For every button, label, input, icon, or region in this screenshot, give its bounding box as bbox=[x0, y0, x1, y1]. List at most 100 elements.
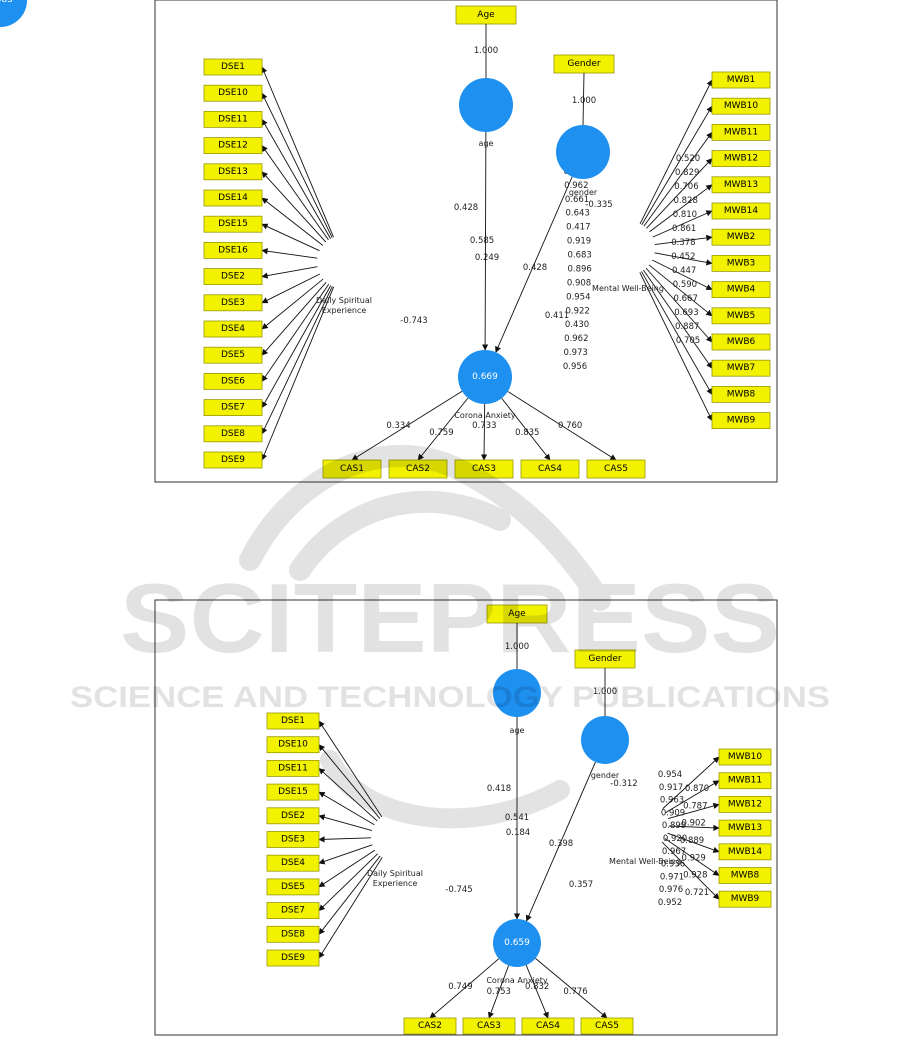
indicator-dse15-label: DSE15 bbox=[278, 787, 308, 797]
loading-cas-1: 0.753 bbox=[487, 987, 511, 997]
loading-dse-7: 0.936 bbox=[661, 860, 685, 870]
edge-cas-CAS3 bbox=[488, 965, 510, 1019]
loading-dse-3: 0.909 bbox=[661, 808, 685, 818]
indicator-dse9-label: DSE9 bbox=[281, 953, 305, 963]
indicator-mwb12-label: MWB12 bbox=[728, 799, 762, 809]
indicator-cas4-label: CAS4 bbox=[538, 464, 562, 474]
indicator-mwb14-box bbox=[711, 202, 771, 220]
edge-mwb-MWB4 bbox=[651, 259, 713, 291]
edge-dse-DSE3 bbox=[261, 273, 321, 304]
loading-mwb-4: 0.929 bbox=[681, 853, 705, 863]
edge-mwb-MWB10 bbox=[641, 105, 713, 225]
indicator-mwb13-box bbox=[711, 176, 771, 194]
indicator-mwb9-label: MWB9 bbox=[731, 894, 760, 904]
loading-dse-0: 0.954 bbox=[658, 770, 682, 780]
edge-cas-CAS2 bbox=[429, 958, 500, 1019]
construct-age bbox=[459, 78, 513, 132]
loading-mwb-13: 0.705 bbox=[676, 336, 700, 346]
edge-cas-CAS3 bbox=[480, 403, 488, 461]
edge-mwb-MWB2 bbox=[654, 234, 713, 246]
indicator-mwb11-label: MWB11 bbox=[724, 127, 758, 137]
loading-gender: 1.000 bbox=[593, 687, 617, 697]
edge-mwb-MWB13 bbox=[668, 824, 720, 832]
construct-mwb-label: Mental Well-Being bbox=[592, 284, 664, 293]
indicator-dse1-box bbox=[266, 712, 320, 730]
path-coef-gender_dse: 0.418 bbox=[487, 784, 511, 794]
edge-dse-DSE4 bbox=[261, 278, 324, 330]
indicator-age-label: Age bbox=[508, 609, 526, 619]
indicator-mwb8-box bbox=[711, 385, 771, 403]
loading-cas-4: 0.760 bbox=[558, 421, 582, 431]
path-coef-dse_mwb: 0.249 bbox=[475, 253, 499, 263]
indicator-dse10-label: DSE10 bbox=[218, 88, 248, 98]
indicator-mwb5-label: MWB5 bbox=[727, 311, 756, 321]
indicator-dse1-box bbox=[203, 58, 263, 76]
construct-gender bbox=[556, 125, 610, 179]
path-gender-ca bbox=[525, 761, 596, 922]
indicator-dse5-box bbox=[266, 878, 320, 896]
edge-mwb-MWB9 bbox=[661, 841, 720, 900]
edge-mwb-MWB7 bbox=[643, 269, 713, 369]
construct-ca-label: Corona Anxiety bbox=[486, 976, 548, 985]
loading-dse-15: 0.956 bbox=[563, 362, 587, 372]
indicator-mwb11-box bbox=[718, 772, 772, 790]
edge-mwb-MWB8 bbox=[641, 271, 713, 395]
indicator-mwb12-label: MWB12 bbox=[724, 154, 758, 164]
edge-cas-CAS5 bbox=[535, 958, 608, 1019]
path-coef-gender_dse: 0.428 bbox=[454, 203, 478, 213]
indicator-mwb10-box bbox=[718, 748, 772, 766]
indicator-mwb3-label: MWB3 bbox=[727, 258, 756, 268]
loading-mwb-10: 0.667 bbox=[674, 294, 698, 304]
loading-dse-1: 0.917 bbox=[659, 783, 683, 793]
indicator-mwb9-box bbox=[711, 412, 771, 430]
loading-dse-9: 0.976 bbox=[659, 885, 683, 895]
loading-mwb-3: 0.828 bbox=[674, 196, 698, 206]
indicator-dse16-label: DSE16 bbox=[218, 245, 248, 255]
loading-cas-1: 0.759 bbox=[429, 428, 453, 438]
construct-mwb-r2: 0.083 bbox=[0, 0, 13, 5]
loading-dse-5: 0.920 bbox=[663, 834, 687, 844]
path-coef-gender_ca: 0.428 bbox=[523, 263, 547, 273]
loading-dse-3: 0.661 bbox=[565, 195, 589, 205]
loading-cas-3: 0.776 bbox=[563, 987, 587, 997]
loading-dse-6: 0.967 bbox=[662, 847, 686, 857]
indicator-cas4-label: CAS4 bbox=[536, 1021, 560, 1031]
edge-mwb-MWB10 bbox=[662, 756, 720, 810]
loading-cas-2: 0.733 bbox=[472, 421, 496, 431]
indicator-cas3-label: CAS3 bbox=[477, 1021, 501, 1031]
construct-gender bbox=[581, 716, 629, 764]
indicator-dse4-box bbox=[203, 320, 263, 338]
loading-mwb-11: 0.693 bbox=[674, 308, 698, 318]
indicator-cas3-label: CAS3 bbox=[472, 464, 496, 474]
path-coef-mwb_ca: 0.411 bbox=[545, 311, 569, 321]
edge-mwb-MWB11 bbox=[665, 780, 720, 814]
edge-dse-DSE5 bbox=[318, 849, 376, 888]
path-coef-gender_ca: 0.398 bbox=[549, 839, 573, 849]
loading-dse-10: 0.952 bbox=[658, 898, 682, 908]
indicator-dse2-label: DSE2 bbox=[221, 272, 245, 282]
construct-dse-label: Daily Spiritual bbox=[316, 296, 372, 305]
edge-dse-DSE15 bbox=[261, 223, 320, 252]
indicator-dse10-box bbox=[203, 84, 263, 102]
construct-ca-r2: 0.669 bbox=[472, 372, 498, 382]
loading-dse-4: 0.643 bbox=[565, 209, 589, 219]
construct-gender-label: gender bbox=[569, 188, 598, 197]
edge-dse-DSE13 bbox=[261, 171, 327, 243]
loading-dse-11: 0.922 bbox=[565, 306, 589, 316]
indicator-dse11-label: DSE11 bbox=[278, 763, 308, 773]
indicator-mwb8-box bbox=[718, 867, 772, 884]
edge-mwb-MWB14 bbox=[652, 210, 713, 238]
indicator-mwb10-box bbox=[711, 97, 771, 115]
indicator-dse4-label: DSE4 bbox=[281, 858, 305, 868]
loading-dse-12: 0.430 bbox=[565, 320, 589, 330]
loading-cas-2: 0.832 bbox=[525, 982, 549, 992]
edge-mwb-MWB5 bbox=[648, 264, 713, 317]
indicator-dse7-box bbox=[266, 902, 320, 919]
indicator-dse8-box bbox=[266, 925, 320, 943]
indicator-dse7-box bbox=[203, 399, 263, 417]
loading-mwb-6: 0.721 bbox=[685, 888, 709, 898]
loading-dse-2: 0.962 bbox=[564, 181, 588, 191]
construct-dse-label: Daily Spiritual bbox=[367, 869, 423, 878]
edge-cas-CAS4 bbox=[501, 397, 551, 461]
